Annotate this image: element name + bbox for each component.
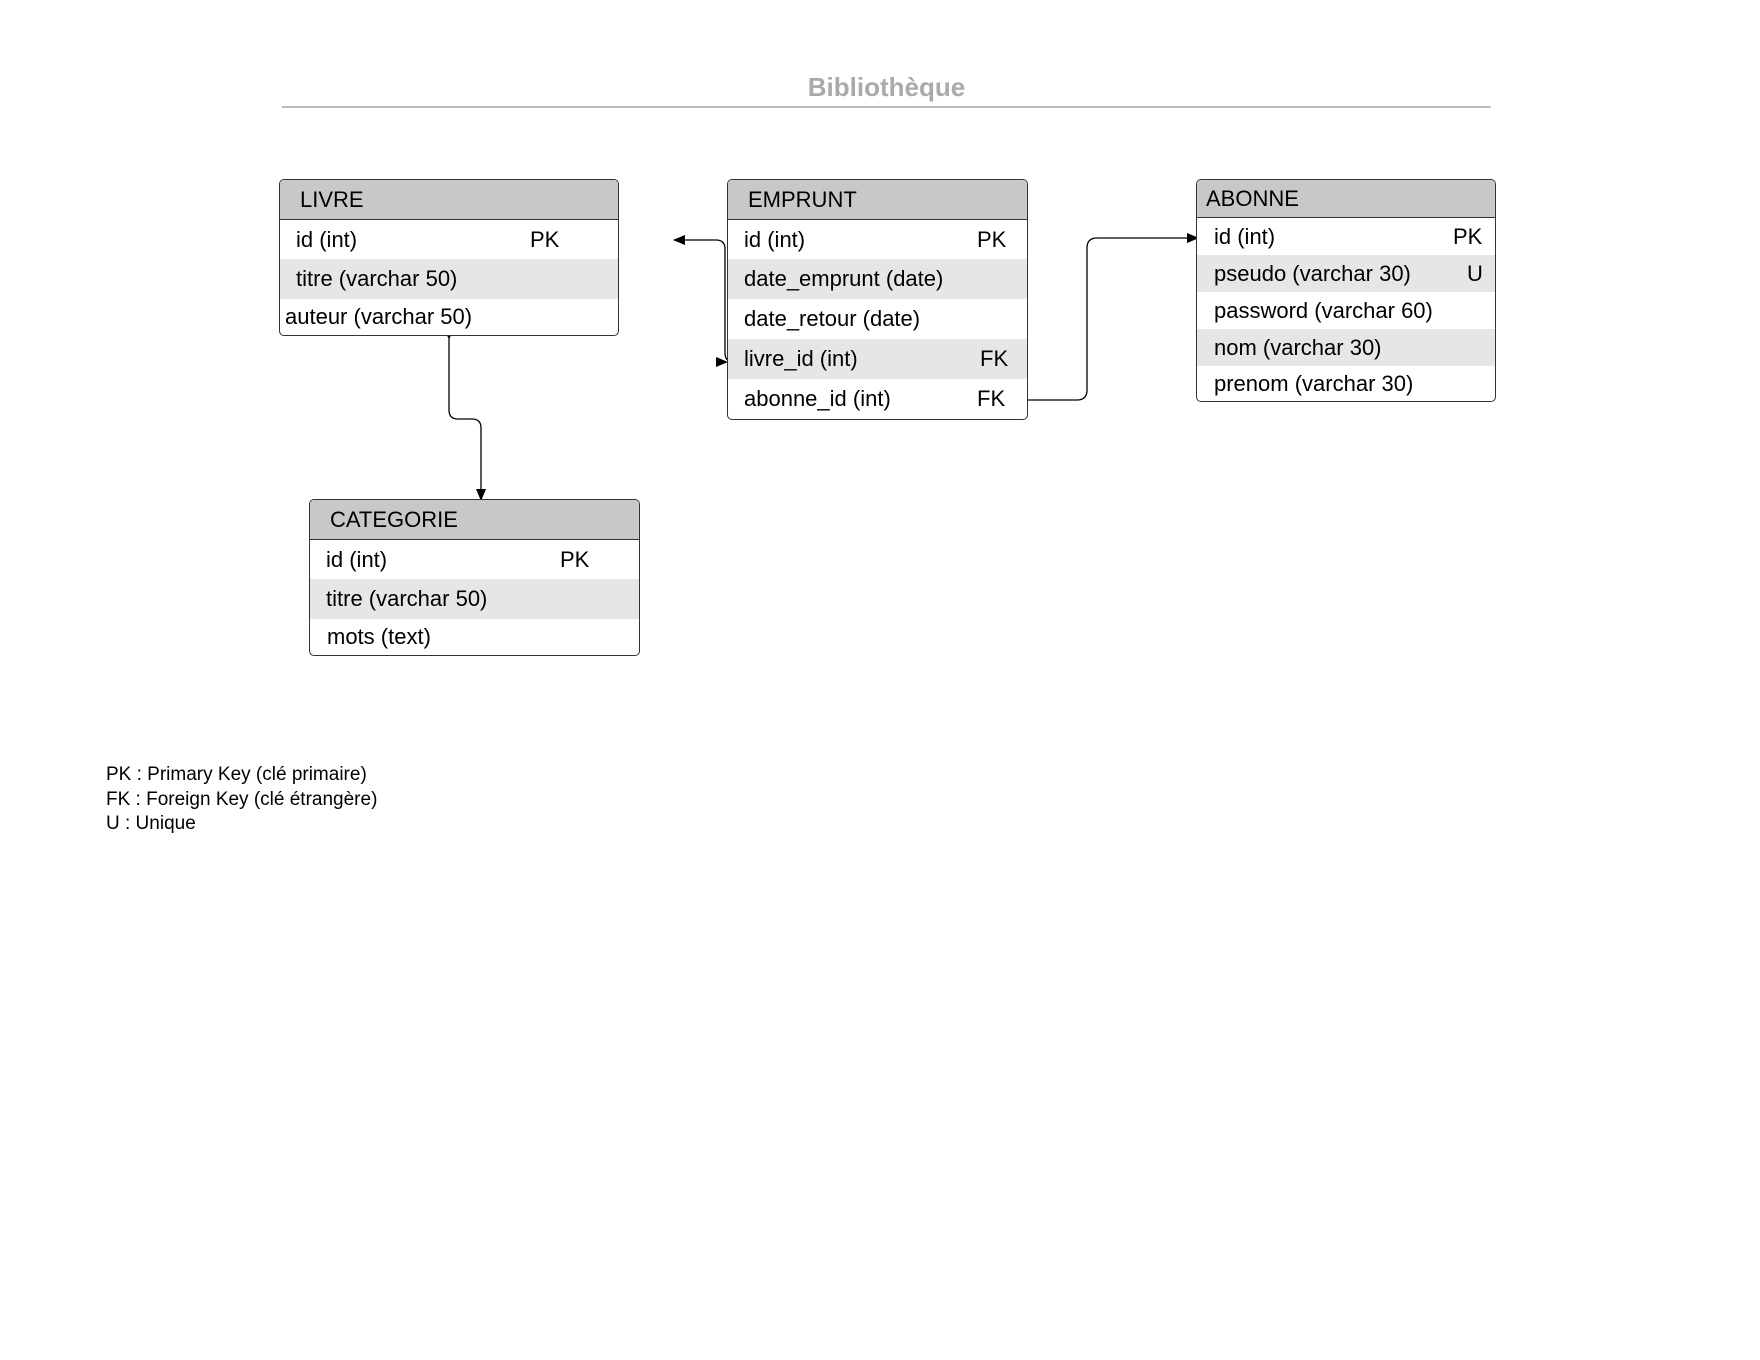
field-row[interactable]: nom (varchar 30)	[1197, 329, 1495, 366]
field-key: PK	[530, 226, 560, 252]
field-name: id (int)	[296, 226, 358, 252]
field-key: FK	[980, 346, 1009, 371]
entity-livre-name: LIVRE	[280, 180, 618, 220]
field-name: id (int)	[744, 226, 806, 252]
title-divider	[282, 106, 1491, 108]
field-row[interactable]: id (int) PK	[310, 540, 639, 579]
field-row[interactable]: date_emprunt (date)	[728, 259, 1027, 299]
field-key: PK	[560, 546, 590, 572]
entity-emprunt[interactable]: EMPRUNT id (int) PK date_emprunt (date) …	[727, 179, 1028, 420]
field-row[interactable]: mots (text)	[310, 619, 639, 655]
entity-categorie-name: CATEGORIE	[310, 500, 639, 540]
field-name: livre_id (int)	[744, 346, 858, 371]
legend: PK : Primary Key (clé primaire) FK : For…	[106, 763, 377, 837]
field-row[interactable]: date_retour (date)	[728, 299, 1027, 339]
entity-categorie[interactable]: CATEGORIE id (int) PK titre (varchar 50)…	[309, 499, 640, 656]
field-name: titre (varchar 50)	[296, 266, 458, 291]
field-row[interactable]: auteur (varchar 50)	[280, 299, 618, 335]
field-row[interactable]: titre (varchar 50)	[280, 259, 618, 299]
field-name: password (varchar 60)	[1214, 297, 1433, 323]
field-row[interactable]: id (int) PK	[280, 220, 618, 259]
link-livre-emprunt	[673, 235, 735, 367]
entity-livre[interactable]: LIVRE id (int) PK titre (varchar 50) aut…	[279, 179, 619, 336]
field-name: date_retour (date)	[744, 306, 921, 331]
field-name: pseudo (varchar 30)	[1214, 260, 1411, 286]
entity-emprunt-name: EMPRUNT	[728, 180, 1027, 220]
field-name: auteur (varchar 50)	[285, 304, 473, 329]
field-name: titre (varchar 50)	[326, 586, 488, 611]
entity-abonne-name: ABONNE	[1197, 180, 1495, 218]
link-emprunt-abonne	[1017, 233, 1199, 405]
field-row[interactable]: prenom (varchar 30)	[1197, 366, 1495, 401]
field-name: id (int)	[1214, 223, 1276, 249]
field-row[interactable]: abonne_id (int) FK	[728, 379, 1027, 419]
diagram-title: Bibliothèque	[807, 72, 966, 102]
field-name: prenom (varchar 30)	[1214, 370, 1414, 396]
entity-abonne[interactable]: ABONNE id (int) PK pseudo (varchar 30) U…	[1196, 179, 1496, 402]
field-name: date_emprunt (date)	[744, 266, 944, 291]
field-row[interactable]: livre_id (int) FK	[728, 339, 1027, 379]
field-name: id (int)	[326, 546, 388, 572]
field-row[interactable]: pseudo (varchar 30) U	[1197, 255, 1495, 292]
field-row[interactable]: id (int) PK	[728, 220, 1027, 259]
field-name: mots (text)	[327, 624, 431, 649]
field-name: nom (varchar 30)	[1214, 334, 1382, 360]
field-key: U	[1467, 260, 1483, 286]
field-row[interactable]: titre (varchar 50)	[310, 579, 639, 619]
field-key: FK	[977, 386, 1006, 411]
legend-item: FK : Foreign Key (clé étrangère)	[106, 788, 378, 810]
link-livre-categorie	[444, 328, 486, 501]
field-name: abonne_id (int)	[744, 386, 891, 411]
legend-item: U : Unique	[106, 813, 196, 834]
field-row[interactable]: password (varchar 60)	[1197, 292, 1495, 329]
legend-item: PK : Primary Key (clé primaire)	[106, 764, 367, 785]
field-key: PK	[977, 226, 1007, 252]
field-key: PK	[1453, 223, 1483, 249]
field-row[interactable]: id (int) PK	[1197, 218, 1495, 255]
